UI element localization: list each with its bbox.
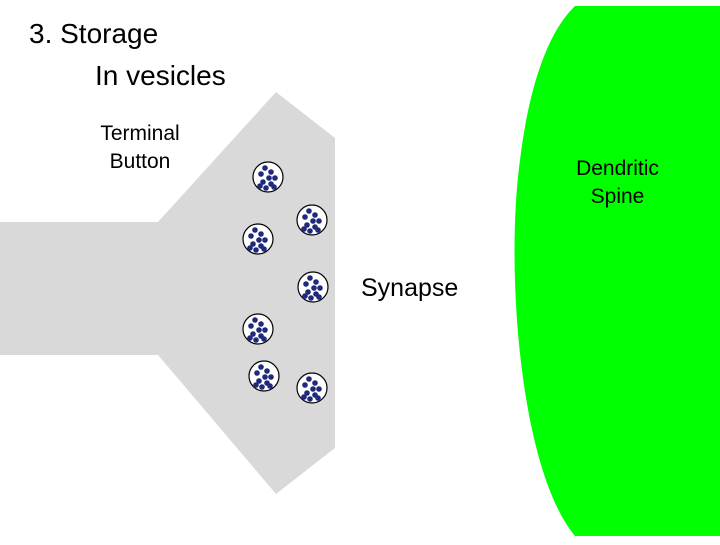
neurotransmitter-molecule	[306, 376, 312, 382]
neurotransmitter-molecule	[307, 275, 313, 281]
neurotransmitter-molecule	[268, 169, 274, 175]
neurotransmitter-molecule	[262, 237, 268, 243]
neurotransmitter-molecule	[307, 396, 313, 402]
vesicle	[252, 161, 284, 193]
neurotransmitter-molecule	[317, 285, 323, 291]
neurotransmitter-molecule	[304, 222, 310, 228]
neurotransmitter-molecule	[248, 233, 254, 239]
neurotransmitter-molecule	[262, 165, 268, 171]
neurotransmitter-molecule	[304, 390, 310, 396]
terminal-label-line-2: Button	[109, 150, 171, 173]
neurotransmitter-molecule	[315, 227, 321, 233]
neurotransmitter-molecule	[259, 384, 265, 390]
neurotransmitter-molecule	[312, 380, 318, 386]
vesicle	[296, 372, 328, 404]
neurotransmitter-molecule	[262, 327, 268, 333]
synapse-label: Synapse	[361, 274, 459, 302]
neurotransmitter-molecule	[256, 327, 262, 333]
neurotransmitter-molecule	[258, 171, 264, 177]
spine-label-line-1: Dendritic	[576, 157, 659, 180]
neurotransmitter-molecule	[263, 185, 269, 191]
neurotransmitter-molecule	[310, 218, 316, 224]
neurotransmitter-molecule	[316, 294, 322, 300]
vesicle	[297, 271, 329, 303]
vesicle-group	[242, 161, 329, 404]
neurotransmitter-molecule	[258, 364, 264, 370]
neurotransmitter-molecule	[305, 289, 311, 295]
neurotransmitter-molecule	[306, 208, 312, 214]
neurotransmitter-molecule	[266, 175, 272, 181]
vesicle	[242, 313, 274, 345]
neurotransmitter-molecule	[264, 368, 270, 374]
vesicle	[248, 360, 280, 392]
neurotransmitter-molecule	[248, 323, 254, 329]
neurotransmitter-molecule	[261, 246, 267, 252]
neurotransmitter-molecule	[250, 331, 256, 337]
neurotransmitter-molecule	[256, 237, 262, 243]
neurotransmitter-molecule	[253, 382, 259, 388]
spine-label-line-2: Spine	[590, 185, 645, 208]
neurotransmitter-molecule	[261, 336, 267, 342]
neurotransmitter-molecule	[308, 295, 314, 301]
title-line-1: 3. Storage	[29, 18, 159, 49]
neurotransmitter-molecule	[252, 227, 258, 233]
neurotransmitter-molecule	[257, 183, 263, 189]
neurotransmitter-molecule	[258, 321, 264, 327]
neurotransmitter-molecule	[250, 241, 256, 247]
neurotransmitter-molecule	[301, 226, 307, 232]
neurotransmitter-molecule	[254, 370, 260, 376]
neurotransmitter-molecule	[260, 179, 266, 185]
neurotransmitter-molecule	[302, 293, 308, 299]
neurotransmitter-molecule	[267, 383, 273, 389]
neurotransmitter-molecule	[313, 279, 319, 285]
vesicle	[242, 223, 274, 255]
neurotransmitter-molecule	[316, 386, 322, 392]
neurotransmitter-molecule	[302, 214, 308, 220]
neurotransmitter-molecule	[268, 374, 274, 380]
neurotransmitter-molecule	[315, 395, 321, 401]
title-line-2: In vesicles	[95, 60, 226, 91]
neurotransmitter-molecule	[256, 378, 262, 384]
dendritic-spine-shape	[514, 6, 720, 536]
neurotransmitter-molecule	[316, 218, 322, 224]
terminal-label-line-1: Terminal	[100, 122, 180, 145]
neurotransmitter-molecule	[247, 245, 253, 251]
terminal-button-shape	[0, 92, 335, 494]
neurotransmitter-molecule	[272, 175, 278, 181]
neurotransmitter-molecule	[247, 335, 253, 341]
neurotransmitter-molecule	[258, 231, 264, 237]
neurotransmitter-molecule	[271, 184, 277, 190]
neurotransmitter-molecule	[303, 281, 309, 287]
neurotransmitter-molecule	[252, 317, 258, 323]
neurotransmitter-molecule	[302, 382, 308, 388]
neurotransmitter-molecule	[312, 212, 318, 218]
neurotransmitter-molecule	[301, 394, 307, 400]
neurotransmitter-molecule	[311, 285, 317, 291]
neurotransmitter-molecule	[253, 337, 259, 343]
neurotransmitter-molecule	[262, 374, 268, 380]
neurotransmitter-molecule	[253, 247, 259, 253]
neurotransmitter-molecule	[307, 228, 313, 234]
vesicle	[296, 204, 328, 236]
neurotransmitter-molecule	[310, 386, 316, 392]
